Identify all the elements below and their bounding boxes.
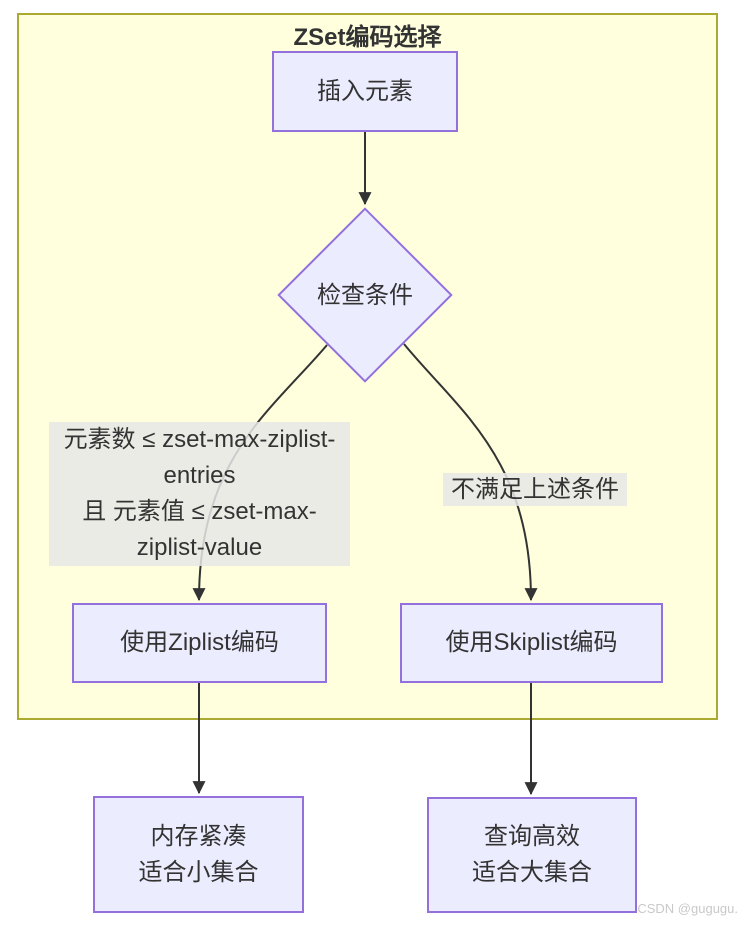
- edge-label-line-3: 且 元素值 ≤ zset-max-: [82, 498, 317, 525]
- node-skiplist-label: 使用Skiplist编码: [445, 629, 618, 656]
- subgraph-title: ZSet编码选择: [293, 24, 442, 51]
- edge-label-ziplist-condition: 元素数 ≤ zset-max-ziplist- entries 且 元素值 ≤ …: [49, 422, 350, 566]
- edge-label-skiplist-condition: 不满足上述条件: [443, 473, 627, 506]
- node-query-line-2: 适合大集合: [472, 859, 592, 886]
- node-memory-line-2: 适合小集合: [138, 858, 259, 886]
- node-query-efficient: 查询高效 适合大集合: [427, 797, 637, 913]
- node-ziplist-label: 使用Ziplist编码: [120, 629, 279, 656]
- edge-label-line-1: 元素数 ≤ zset-max-ziplist-: [63, 426, 336, 453]
- node-insert-label: 插入元素: [317, 77, 413, 105]
- node-memory-compact: 内存紧凑 适合小集合: [93, 796, 304, 913]
- node-use-skiplist: 使用Skiplist编码: [400, 603, 663, 683]
- edge-label-line-4: ziplist-value: [136, 534, 263, 561]
- node-check-condition-label: 检查条件: [317, 282, 413, 309]
- edge-label-line-2: entries: [163, 462, 236, 489]
- node-use-ziplist: 使用Ziplist编码: [72, 603, 327, 683]
- node-insert-element: 插入元素: [272, 51, 458, 132]
- watermark: CSDN @gugugu.: [637, 901, 738, 916]
- node-query-line-1: 查询高效: [484, 823, 580, 850]
- node-memory-line-1: 内存紧凑: [150, 822, 247, 850]
